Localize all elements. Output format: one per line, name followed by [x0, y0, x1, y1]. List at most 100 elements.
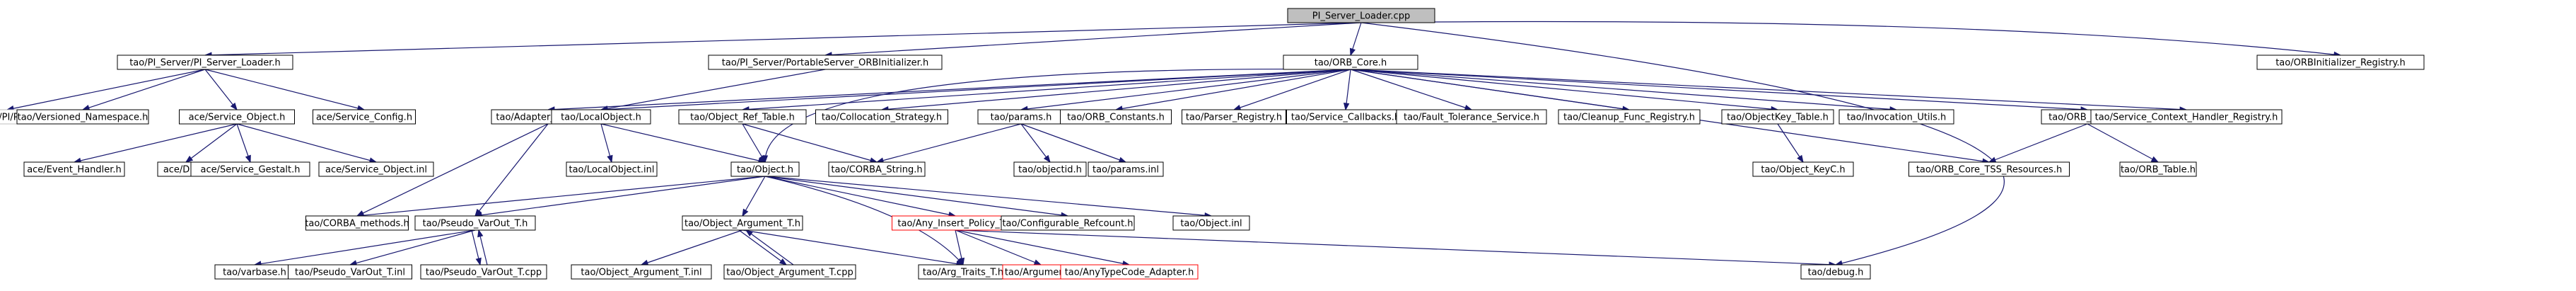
- node-tao-invocation-utils-h[interactable]: tao/Invocation_Utils.h: [1838, 109, 1954, 125]
- arrowhead-n7-n24: [185, 155, 194, 163]
- edge-n19-n32: [1777, 123, 1804, 163]
- arrowhead-n0-n3: [1349, 47, 1356, 57]
- node-tao-orb-constants-h[interactable]: tao/ORB_Constants.h: [1060, 109, 1172, 125]
- node-tao-object-argument-t-inl[interactable]: tao/Object_Argument_T.inl: [571, 264, 712, 280]
- node-ace-event-handler-h[interactable]: ace/Event_Handler.h: [23, 161, 125, 177]
- node-box: [1396, 109, 1547, 125]
- node-tao-pi-server-pi-server-loader-h[interactable]: tao/PI_Server/PI_Server_Loader.h: [117, 55, 293, 70]
- node-tao-varbase-h[interactable]: tao/varbase.h: [214, 264, 295, 280]
- edge-n3-n9: [547, 69, 1351, 110]
- edge-n1-n8: [204, 69, 365, 110]
- node-tao-object-argument-t-h[interactable]: tao/Object_Argument_T.h: [682, 215, 803, 231]
- node-tao-service-context-handler-registry-h[interactable]: tao/Service_Context_Handler_Registry.h: [2090, 109, 2283, 125]
- node-tao-object-ref-table-h[interactable]: tao/Object_Ref_Table.h: [678, 109, 807, 125]
- arrowhead-n38-n46: [958, 257, 965, 266]
- node-layer: PI_Server_Loader.cpp tao/PI_Server/PI_Ser…: [0, 8, 2425, 280]
- node-label: tao/ORB_Table.h: [2121, 165, 2196, 176]
- edge-n45-n37: [745, 229, 794, 266]
- edge-n10-n28: [600, 123, 766, 163]
- node-tao-service-callbacks-h[interactable]: tao/Service_Callbacks.h: [1286, 109, 1405, 125]
- node-tao-corba-string-h[interactable]: tao/CORBA_String.h: [828, 161, 926, 177]
- node-box: [723, 264, 856, 280]
- arrowhead-n3-n17: [1464, 104, 1473, 111]
- node-tao-pseudo-varout-t-h[interactable]: tao/Pseudo_VarOut_T.h: [414, 215, 536, 231]
- node-tao-orb-table-h[interactable]: tao/ORB_Table.h: [2119, 161, 2197, 177]
- node-ace-service-object-inl[interactable]: ace/Service_Object.inl: [318, 161, 434, 177]
- node-ace-service-config-h[interactable]: ace/Service_Config.h: [313, 109, 416, 125]
- node-label: tao/objectid.h: [1018, 165, 1082, 176]
- edge-n37-n45: [738, 229, 787, 266]
- node-pi-server-loader-cpp[interactable]: PI_Server_Loader.cpp: [1287, 8, 1435, 23]
- node-tao-object-argument-t-cpp[interactable]: tao/Object_Argument_T.cpp: [723, 264, 856, 280]
- node-box: [828, 161, 926, 177]
- node-label: tao/Collocation_Strategy.h: [822, 113, 942, 123]
- node-tao-pi-server-portableserver-orbinitializer-h[interactable]: tao/PI_Server/PortableServer_ORBInitiali…: [708, 55, 943, 70]
- node-tao-object-inl[interactable]: tao/Object.inl: [1172, 215, 1250, 231]
- node-label: tao/Pseudo_VarOut_T.cpp: [426, 268, 542, 278]
- node-tao-any-insert-policy-t-h[interactable]: tao/Any_Insert_Policy_T.h: [892, 215, 1019, 231]
- node-label: tao/Parser_Registry.h: [1186, 113, 1282, 123]
- node-tao-fault-tolerance-service-h[interactable]: tao/Fault_Tolerance_Service.h: [1396, 109, 1547, 125]
- node-ace-service-object-h[interactable]: ace/Service_Object.h: [179, 109, 295, 125]
- node-box: [1287, 8, 1435, 23]
- edge-n0-n1: [204, 22, 1362, 56]
- node-box: [318, 161, 434, 177]
- edge-n28-n36: [474, 176, 766, 217]
- arrowhead-n13-n30: [1043, 154, 1051, 164]
- node-tao-localobject-h[interactable]: tao/LocalObject.h: [551, 109, 651, 125]
- node-box: [288, 264, 412, 280]
- arrowhead-n19-n32: [1797, 154, 1804, 164]
- edge-n7-n24: [185, 123, 238, 163]
- node-box: [1752, 161, 1854, 177]
- edge-n0-n4: [1360, 21, 2341, 56]
- node-tao-configurable-refcount-h[interactable]: tao/Configurable_Refcount.h: [1001, 215, 1135, 231]
- node-tao-orb-core-tss-resources-h[interactable]: tao/ORB_Core_TSS_Resources.h: [1908, 161, 2070, 177]
- node-tao-object-h[interactable]: tao/Object.h: [730, 161, 800, 177]
- node-tao-objectid-h[interactable]: tao/objectid.h: [1013, 161, 1087, 177]
- node-box: [16, 109, 149, 125]
- node-box: [117, 55, 293, 70]
- node-tao-versioned-namespace-h[interactable]: tao/Versioned_Namespace.h: [16, 109, 149, 125]
- node-tao-cleanup-func-registry-h[interactable]: tao/Cleanup_Func_Registry.h: [1558, 109, 1701, 125]
- node-tao-localobject-inl[interactable]: tao/LocalObject.inl: [566, 161, 658, 177]
- node-label: tao/Any_Insert_Policy_T.h: [897, 219, 1013, 229]
- node-box: [1800, 264, 1871, 280]
- node-label: tao/Arg_Traits_T.h: [923, 268, 1003, 278]
- edge-n28-n35: [356, 176, 766, 217]
- node-tao-corba-methods-h[interactable]: tao/CORBA_methods.h: [305, 215, 409, 231]
- node-tao-pseudo-varout-t-cpp[interactable]: tao/Pseudo_VarOut_T.cpp: [420, 264, 547, 280]
- node-label: tao/Cleanup_Func_Registry.h: [1563, 113, 1695, 123]
- node-label: tao/Object_Argument_T.h: [684, 219, 800, 229]
- arrowhead-n36-n43: [475, 257, 482, 266]
- node-tao-parser-registry-h[interactable]: tao/Parser_Registry.h: [1182, 109, 1286, 125]
- node-tao-anytypecode-adapter-h[interactable]: tao/AnyTypeCode_Adapter.h: [1060, 264, 1199, 280]
- node-label: PI_Server_Loader.cpp: [1312, 11, 1410, 22]
- node-box: [815, 109, 948, 125]
- node-tao-orbinitializer-registry-h[interactable]: tao/ORBInitializer_Registry.h: [2256, 55, 2425, 70]
- node-box: [2090, 109, 2283, 125]
- node-tao-params-inl[interactable]: tao/params.inl: [1088, 161, 1164, 177]
- node-box: [678, 109, 807, 125]
- node-label: ace/Service_Config.h: [316, 113, 412, 123]
- node-label: tao/ORB_Constants.h: [1067, 113, 1165, 123]
- node-tao-orb-core-h[interactable]: tao/ORB_Core.h: [1283, 55, 1418, 70]
- node-box: [1060, 109, 1172, 125]
- node-box: [1838, 109, 1954, 125]
- node-box: [1001, 215, 1135, 231]
- node-tao-arg-traits-t-h[interactable]: tao/Arg_Traits_T.h: [918, 264, 1008, 280]
- edge-n1-n6: [82, 69, 206, 110]
- arrowhead-n13-n31: [1118, 156, 1127, 163]
- node-box: [190, 161, 310, 177]
- node-tao-params-h[interactable]: tao/params.h: [977, 109, 1065, 125]
- node-tao-objectkey-table-h[interactable]: tao/ObjectKey_Table.h: [1721, 109, 1834, 125]
- node-tao-debug-h[interactable]: tao/debug.h: [1800, 264, 1871, 280]
- edge-n36-n41: [254, 229, 476, 266]
- node-tao-object-keyc-h[interactable]: tao/Object_KeyC.h: [1752, 161, 1854, 177]
- node-label: tao/Pseudo_VarOut_T.inl: [295, 268, 405, 278]
- node-label: tao/CORBA_methods.h: [305, 219, 409, 229]
- node-tao-pseudo-varout-t-inl[interactable]: tao/Pseudo_VarOut_T.inl: [288, 264, 412, 280]
- node-label: tao/Argument.h: [1005, 268, 1077, 278]
- node-ace-service-gestalt-h[interactable]: ace/Service_Gestalt.h: [190, 161, 310, 177]
- node-tao-collocation-strategy-h[interactable]: tao/Collocation_Strategy.h: [815, 109, 948, 125]
